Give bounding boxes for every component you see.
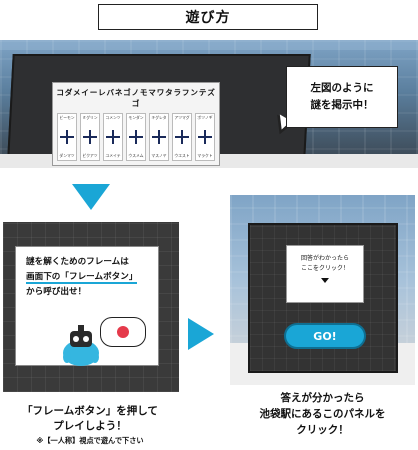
puzzle-tile: キグレタ マスノヤ <box>149 113 169 161</box>
tile-top-text: コメンツ <box>105 115 121 120</box>
page-title: 遊び方 <box>98 4 318 30</box>
puzzle-tile: ポツノギ マラクト <box>195 113 215 161</box>
tile-top-text: モンダン <box>128 115 144 120</box>
puzzle-board-title: コダメイーレバネゴノモマワタラフンテズゴ <box>56 88 216 108</box>
arrow-down-icon <box>72 184 110 210</box>
tile-bottom-text: ウスメム <box>128 153 144 158</box>
frame-instruction-text: 謎を解くためのフレームは 画面下の「フレームボタン」 から呼び出せ！ <box>26 255 138 300</box>
tile-bottom-text: ダンマツ <box>59 153 75 158</box>
triangle-down-icon <box>321 278 329 283</box>
tile-bottom-text: マラクト <box>197 153 213 158</box>
bubble-line: 左図のように <box>310 82 374 94</box>
frame-button-bubble <box>100 317 146 347</box>
tile-bottom-text: ピクアツ <box>82 153 98 158</box>
tile-top-text: ビーモン <box>59 115 75 120</box>
instruction-line: から呼び出せ！ <box>26 287 87 297</box>
caption-line: プレイしよう！ <box>53 420 127 432</box>
puzzle-board-screenshot: コダメイーレバネゴノモマワタラフンテズゴ ビーモン ダンマツ ミグリン ピクアツ… <box>0 40 418 168</box>
puzzle-tile: モンダン ウスメム <box>126 113 146 161</box>
go-button[interactable]: GO! <box>284 323 366 349</box>
first-person-note: ※【一人称】視点で遊んで下さい <box>36 436 144 445</box>
cross-icon <box>83 130 97 144</box>
kiosk-screen-line: 回答がわかったら <box>300 255 349 262</box>
cross-icon <box>152 130 166 144</box>
speech-bubble-notice: 左図のように 謎を掲示中！ <box>286 66 398 128</box>
go-panel-caption: 答えが分かったら 池袋駅にあるこのパネルを クリック！ <box>230 390 415 438</box>
puzzle-board: コダメイーレバネゴノモマワタラフンテズゴ ビーモン ダンマツ ミグリン ピクアツ… <box>52 82 220 166</box>
caption-line: クリック！ <box>296 424 349 436</box>
tile-bottom-text: ユメイテ <box>105 153 121 158</box>
bubble-line: 謎を掲示中！ <box>310 99 374 111</box>
arrow-right-icon <box>188 318 214 350</box>
instruction-line-highlight: 画面下の「フレームボタン」 <box>26 272 138 284</box>
answer-kiosk: 回答がわかったら ここをクリック！ GO! <box>248 223 398 373</box>
frame-button-screenshot: 謎を解くためのフレームは 画面下の「フレームボタン」 から呼び出せ！ <box>3 222 179 392</box>
go-panel-screenshot: 回答がわかったら ここをクリック！ GO! <box>230 195 415 385</box>
frame-instruction-panel: 謎を解くためのフレームは 画面下の「フレームボタン」 から呼び出せ！ <box>15 246 159 366</box>
puzzle-tile: アツマグ ウエスト <box>172 113 192 161</box>
puzzle-tiles: ビーモン ダンマツ ミグリン ピクアツ コメンツ ユメイテ モンダン ウスメム … <box>53 109 219 161</box>
kiosk-screen-line: ここをクリック！ <box>300 265 349 272</box>
cross-icon <box>129 130 143 144</box>
robot-mascot-icon <box>63 325 99 366</box>
frame-button-icon[interactable] <box>117 326 129 338</box>
frame-button-caption: 「フレームボタン」を押して プレイしよう！ <box>0 404 180 434</box>
cross-icon <box>60 130 74 144</box>
tile-top-text: アツマグ <box>174 115 190 120</box>
cross-icon <box>175 130 189 144</box>
puzzle-tile: ミグリン ピクアツ <box>80 113 100 161</box>
cross-icon <box>198 130 212 144</box>
tile-bottom-text: ウエスト <box>174 153 190 158</box>
tile-top-text: ポツノギ <box>197 115 213 120</box>
instruction-line: 謎を解くためのフレームは <box>26 257 129 267</box>
ceiling <box>0 40 418 50</box>
tile-top-text: キグレタ <box>151 115 167 120</box>
caption-line: 池袋駅にあるこのパネルを <box>259 408 386 420</box>
puzzle-tile: ビーモン ダンマツ <box>57 113 77 161</box>
caption-line: 「フレームボタン」を押して <box>22 405 158 417</box>
cross-icon <box>106 130 120 144</box>
puzzle-tile: コメンツ ユメイテ <box>103 113 123 161</box>
tile-bottom-text: マスノヤ <box>151 153 167 158</box>
tile-top-text: ミグリン <box>82 115 98 120</box>
caption-line: 答えが分かったら <box>280 392 365 404</box>
kiosk-screen: 回答がわかったら ここをクリック！ <box>286 245 364 303</box>
